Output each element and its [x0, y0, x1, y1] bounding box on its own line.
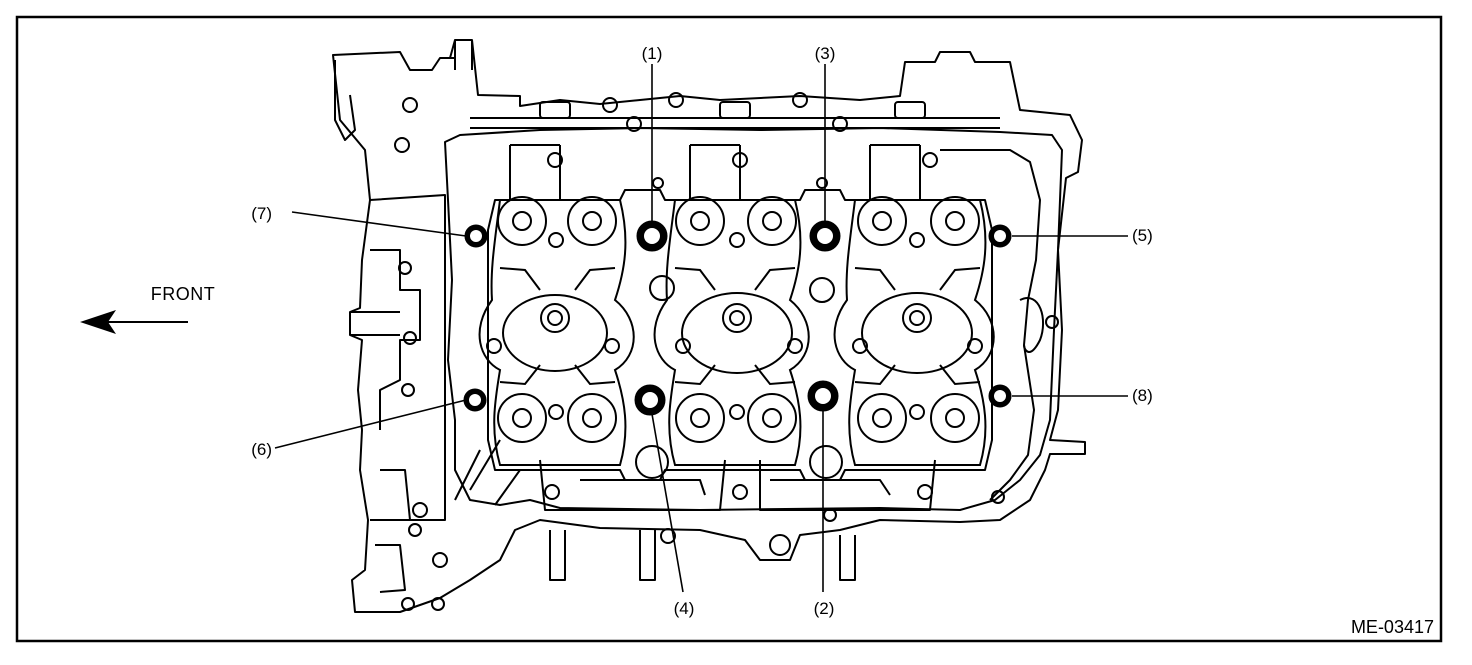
- callout-8: (8): [1132, 386, 1153, 405]
- bolt-4: [634, 384, 666, 416]
- numbered-bolts: [463, 220, 1012, 416]
- callout-1: (1): [642, 44, 663, 63]
- bolt-6: [463, 388, 487, 412]
- valve-group-3: [833, 196, 995, 466]
- callout-2: (2): [814, 599, 835, 618]
- leader-7: [291, 211, 467, 237]
- figure-id: ME-03417: [1351, 617, 1434, 637]
- front-arrow-icon: [80, 310, 116, 334]
- valve-group-1: [478, 196, 635, 466]
- callout-7: (7): [251, 204, 272, 223]
- bolt-7: [464, 224, 488, 248]
- leader-4: [651, 413, 684, 593]
- figure-frame: [15, 15, 1443, 643]
- cam-carrier-frame: [487, 189, 993, 481]
- cylinder-head-illustration: [332, 39, 1086, 613]
- casting-outline: [332, 39, 1086, 613]
- valve-group-2: [653, 196, 810, 466]
- front-direction-indicator: FRONT: [80, 284, 215, 334]
- valve-groups: [478, 196, 995, 466]
- callout-4: (4): [674, 599, 695, 618]
- front-label: FRONT: [151, 284, 216, 304]
- callout-3: (3): [815, 44, 836, 63]
- callout-6: (6): [251, 440, 272, 459]
- bolt-8: [988, 384, 1012, 408]
- casting-holes: [394, 92, 1059, 611]
- bolt-1: [636, 220, 668, 252]
- bolt-5: [988, 224, 1012, 248]
- bolt-2: [807, 380, 839, 412]
- leader-lines: [274, 64, 1128, 593]
- bolt-3: [809, 220, 841, 252]
- callout-5: (5): [1132, 226, 1153, 245]
- leader-6: [274, 399, 467, 449]
